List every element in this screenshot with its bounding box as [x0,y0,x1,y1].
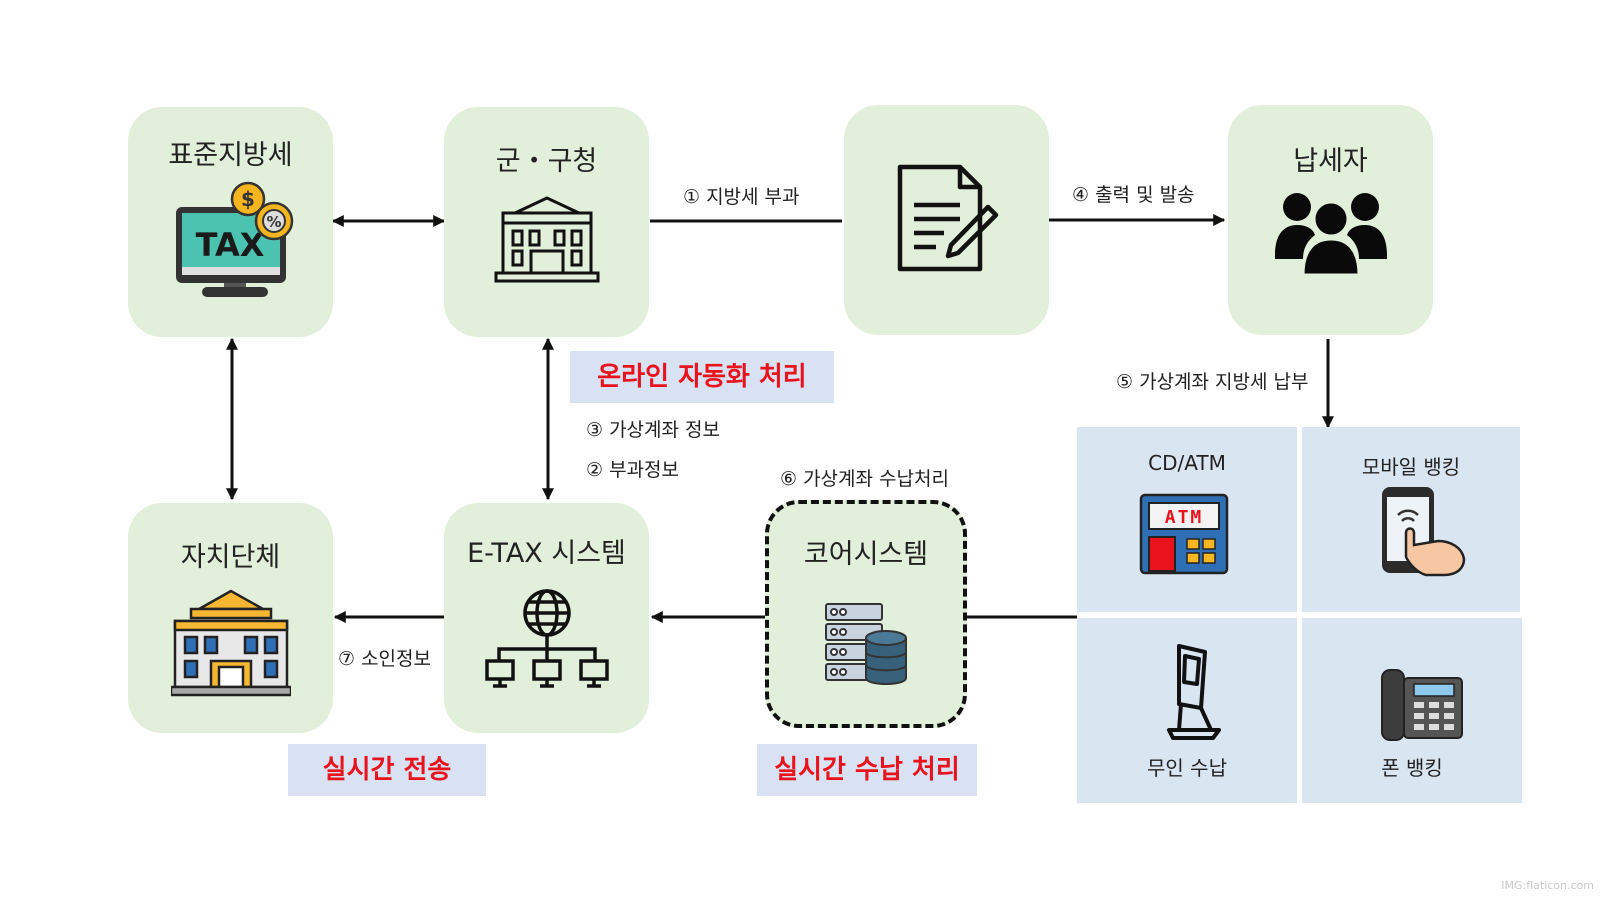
tax-computer-icon: TAX $ % [175,181,293,297]
highlight-online-automation: 온라인 자동화 처리 [570,351,834,403]
tax-screen-text: TAX [195,226,264,264]
node-core-system: 코어시스템 [765,500,967,728]
channel-phone-banking: 폰 뱅킹 [1302,618,1522,803]
mobile-touch-icon [1382,487,1466,577]
channel-label: CD/ATM [1148,451,1226,475]
channel-kiosk: 무인 수납 [1077,618,1297,803]
flow-label-step4: ④ 출력 및 발송 [1072,184,1195,206]
document-pen-icon [897,164,998,272]
highlight-realtime-transfer: 실시간 전송 [288,744,486,796]
channel-label: 무인 수납 [1147,756,1227,780]
node-title: 표준지방세 [168,140,293,171]
channel-mobile-banking: 모바일 뱅킹 [1302,427,1520,612]
node-title: 자치단체 [180,542,281,573]
channel-atm: CD/ATM ATM [1077,427,1297,612]
government-building-icon [494,196,599,283]
city-hall-icon [170,589,291,697]
node-title: 군・구청 [495,146,598,177]
image-credit: IMG:flaticon.com [1501,879,1594,892]
svg-text:$: $ [241,187,255,211]
node-taxpayer: 납세자 [1228,105,1433,335]
flow-label-step5: ⑤ 가상계좌 지방세 납부 [1116,371,1309,393]
kiosk-icon [1167,644,1221,740]
flow-label-step1: ① 지방세 부과 [683,186,800,208]
network-globe-icon [484,589,609,688]
node-district-office: 군・구청 [444,107,649,337]
desk-phone-icon [1381,669,1463,741]
atm-icon: ATM [1139,493,1229,575]
node-local-government: 자치단체 [128,503,333,733]
flow-label-step2: ② 부과정보 [586,459,679,481]
database-server-icon [825,603,907,685]
flow-label-step3: ③ 가상계좌 정보 [586,419,720,441]
atm-screen-text: ATM [1165,507,1204,528]
svg-text:%: % [266,213,281,231]
highlight-realtime-payment: 실시간 수납 처리 [757,744,977,796]
node-standard-local-tax: 표준지방세 TAX $ % [128,107,333,337]
people-group-icon [1274,193,1387,277]
flow-label-step6: ⑥ 가상계좌 수납처리 [780,468,949,490]
node-title: E-TAX 시스템 [467,538,626,569]
node-title: 납세자 [1293,146,1368,177]
node-title: 코어시스템 [803,539,929,570]
channel-label: 폰 뱅킹 [1381,756,1443,780]
channel-label: 모바일 뱅킹 [1361,455,1461,479]
node-etax-system: E-TAX 시스템 [444,503,649,733]
node-document [844,105,1049,335]
flow-label-step7: ⑦ 소인정보 [338,648,431,670]
